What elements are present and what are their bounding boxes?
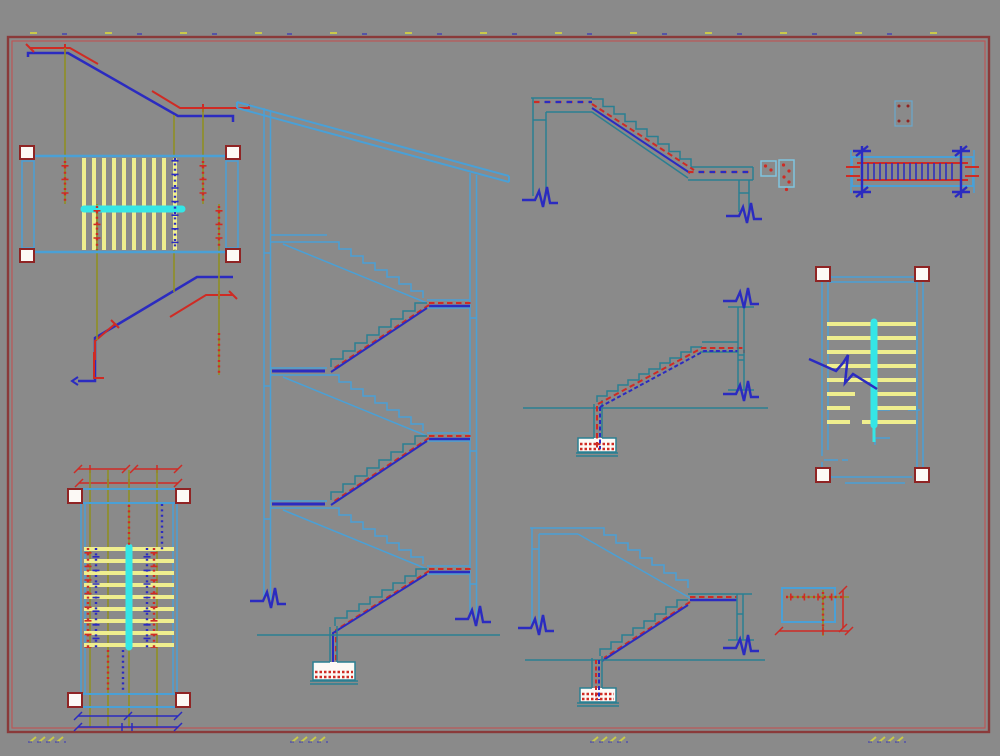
upper-flight-soffit (577, 533, 691, 599)
roof-slab (236, 101, 510, 183)
stair-section-top[interactable] (520, 97, 764, 225)
stirrups (867, 163, 953, 180)
support-left (531, 97, 592, 196)
rebar-dotted (786, 592, 843, 634)
corner-column (19, 248, 35, 263)
corner-column (67, 488, 83, 504)
step-profile (592, 98, 692, 167)
column-left (530, 527, 592, 625)
break-line (808, 354, 878, 391)
rebar-dotted-lines (84, 504, 164, 694)
break-symbol (721, 286, 761, 310)
sheet-border-inner (11, 40, 986, 729)
slab-cross-sections[interactable] (760, 159, 795, 192)
reinforced-flights (330, 302, 430, 676)
arrow-tick (228, 290, 238, 300)
mid-landing (688, 593, 752, 602)
corner-column (914, 467, 930, 483)
corner-column (225, 248, 241, 263)
flight-soffit (591, 111, 689, 179)
stair-section-mid-right[interactable] (523, 286, 768, 457)
footing (310, 661, 358, 685)
longitudinal-bars (846, 162, 979, 181)
beam-cross-section-red[interactable] (894, 100, 913, 127)
step-profile (596, 346, 702, 402)
landing-left-1 (270, 500, 327, 509)
stair-wall-base (329, 626, 338, 662)
end-break-bars (853, 145, 970, 198)
corner-column (175, 692, 191, 708)
stair-wall (591, 656, 603, 688)
section-body (894, 100, 913, 127)
break-symbol (721, 633, 761, 657)
stair-plan-bottom-left[interactable] (67, 464, 191, 732)
section-square (760, 160, 777, 177)
column-left (263, 108, 272, 600)
edge-tickmarks-bottom (28, 736, 907, 743)
section-rect (778, 159, 795, 188)
break-symbol (520, 185, 560, 209)
stair-section-bottom-right[interactable] (516, 527, 765, 707)
hatched-wall-left (21, 160, 35, 249)
lower-flight-steps (599, 599, 688, 656)
landing-right (688, 166, 754, 181)
footing (577, 687, 619, 707)
wall-reinforcement (595, 660, 600, 700)
paper-sheet[interactable] (9, 38, 988, 732)
dimension-lines (774, 585, 854, 636)
corner-column (67, 692, 83, 708)
duct-hole (901, 109, 906, 117)
column-right (469, 173, 478, 618)
corner-column (914, 266, 930, 282)
stair-section-center[interactable] (236, 101, 510, 685)
arrow-tick (25, 43, 35, 53)
corner-column (225, 145, 241, 160)
break-symbol (516, 613, 556, 637)
support-right (738, 180, 750, 212)
break-symbol (248, 586, 288, 610)
arrow-tick (70, 376, 79, 386)
corner-column (815, 266, 831, 282)
rebar-anchor-detail[interactable] (774, 585, 854, 636)
slab-outline (781, 587, 836, 623)
plain-flights (282, 241, 428, 570)
landing-left-2 (270, 367, 327, 376)
edge-tickmarks-top (30, 32, 937, 35)
rebar-dotted-lines (61, 158, 223, 250)
bottom-shadow-strip (0, 745, 1000, 751)
stair-plan-right[interactable] (808, 266, 930, 484)
beam-outline (851, 156, 974, 187)
rebar-bend-diagram-upper[interactable] (25, 43, 250, 122)
landings-right (427, 299, 472, 575)
sheet-border-outer (6, 35, 991, 734)
bar-bead (766, 177, 770, 181)
upper-flight-steps (592, 527, 689, 588)
beam-elevation-detail[interactable] (846, 145, 979, 198)
corner-column (19, 145, 35, 160)
stair-plan-top-left[interactable] (19, 145, 241, 263)
reinforcement (534, 100, 752, 174)
break-symbol (721, 379, 761, 403)
corner-column (815, 467, 831, 483)
break-symbol (453, 604, 493, 628)
rebar-bend-diagram-lower[interactable] (64, 48, 238, 386)
landing-left-3 (270, 234, 327, 243)
break-symbol (724, 201, 764, 225)
corner-column (175, 488, 191, 504)
tread-lines (82, 158, 177, 250)
plan-frame (821, 276, 924, 484)
lower-flight-reinforcement (601, 601, 691, 662)
hatched-wall-right (225, 160, 239, 249)
arrow-tick (110, 319, 120, 329)
dimension-lines-bottom (73, 711, 183, 732)
